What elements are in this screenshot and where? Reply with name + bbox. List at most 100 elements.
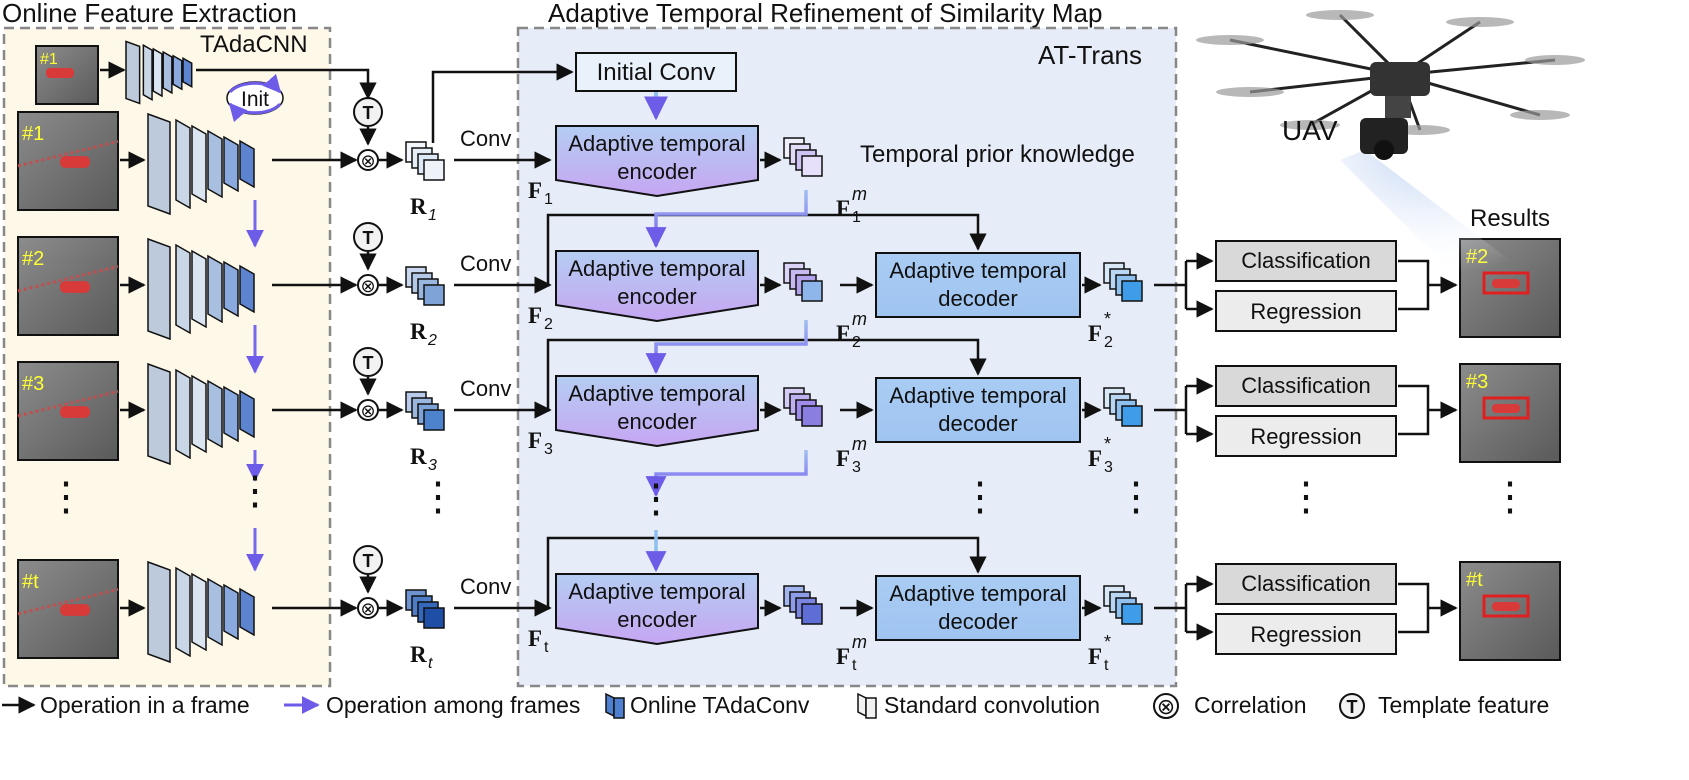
legend-standard-conv: Standard convolution [884,692,1100,718]
memory-stack [783,387,823,427]
correlation-symbol: ⊗ [360,151,375,171]
encoder-block [555,250,759,323]
decoder-block [875,575,1081,641]
classification-label: Classification [1241,571,1371,596]
feature-extraction-title: Online Feature Extraction [2,0,297,28]
refined-f-label: F [1088,446,1102,471]
correlation-icon [357,399,379,421]
tadacnn-label: TAdaCNN [200,31,308,58]
ellipsis: ⋮ [1286,475,1326,519]
memory-f-superscript: m [852,632,867,652]
correlation-symbol: ⊗ [360,401,375,421]
decoder-line1: Adaptive temporal [889,258,1066,283]
decoder-line2: decoder [938,411,1018,436]
input-f-label: F [528,178,542,203]
response-map-stack [405,589,445,629]
refined-stack [1103,585,1143,625]
decoder-line1: Adaptive temporal [889,581,1066,606]
regression-head [1215,415,1397,457]
memory-f-label: F [836,321,850,346]
temporal-prior-label: Temporal prior knowledge [860,141,1135,168]
input-f-label: F [528,626,542,651]
decoder-line2: decoder [938,609,1018,634]
result-bbox [1482,594,1530,618]
template-feature-icon [353,347,383,377]
encoder-block [555,125,759,198]
refined-f-superscript: * [1104,434,1111,454]
tadacnn-backbone [147,112,255,216]
encoder-line1: Adaptive temporal [568,579,745,604]
refined-stack [1103,387,1143,427]
regression-label: Regression [1250,299,1361,324]
input-frame [17,236,119,336]
result-bbox [1482,271,1530,295]
encoder-line1: Adaptive temporal [568,131,745,156]
regression-head [1215,290,1397,332]
template-symbol: T [363,353,374,373]
encoder-line1: Adaptive temporal [568,381,745,406]
decoder-block [875,377,1081,443]
input-f-label: F [528,303,542,328]
encoder-line2: encoder [617,409,697,434]
response-map-subscript: 3 [428,457,437,474]
legend-template-icon: T [1347,697,1358,717]
response-map-subscript: 1 [428,207,437,224]
classification-head [1215,240,1397,282]
ellipsis: ⋮ [235,469,275,513]
memory-stack [783,585,823,625]
tadacnn-template-branch [125,40,193,105]
init-label: Init [241,88,269,111]
regression-label: Regression [1250,622,1361,647]
classification-head [1215,563,1397,605]
input-f-subscript: 1 [544,191,553,208]
template-feature-icon [353,545,383,575]
regression-label: Regression [1250,424,1361,449]
encoder-line2: encoder [617,159,697,184]
regression-head [1215,613,1397,655]
memory-f-subscript: t [852,657,857,674]
classification-label: Classification [1241,248,1371,273]
refined-f-superscript: * [1104,632,1111,652]
refined-f-superscript: * [1104,309,1111,329]
refinement-title: Adaptive Temporal Refinement of Similari… [548,0,1102,28]
ellipsis: ⋮ [636,477,676,521]
encoder-block [555,573,759,646]
memory-f-subscript: 2 [852,334,861,351]
uav-label: UAV [1282,115,1338,146]
response-map-subscript: t [428,655,433,672]
memory-f-superscript: m [852,434,867,454]
response-map-label: R [410,444,427,469]
response-map-label: R [410,642,427,667]
refined-f-subscript: 3 [1104,459,1113,476]
response-map-stack [405,141,445,181]
refined-f-subscript: t [1104,657,1109,674]
encoder-line2: encoder [617,607,697,632]
results-label: Results [1470,205,1550,232]
input-f-subscript: 2 [544,316,553,333]
memory-f-label: F [836,446,850,471]
ellipsis: ⋮ [960,475,1000,519]
memory-f-label: F [836,196,850,221]
at-trans-label: AT-Trans [1038,40,1142,70]
ellipsis: ⋮ [1490,475,1530,519]
decoder-block [875,252,1081,318]
template-backbone [125,40,193,105]
decoder-line2: decoder [938,286,1018,311]
correlation-symbol: ⊗ [360,276,375,296]
refined-f-label: F [1088,644,1102,669]
frame-tag: #3 [22,373,44,395]
input-frame [17,361,119,461]
encoder-block [555,375,759,448]
ellipsis: ⋮ [418,475,458,519]
init-icon: Init [226,73,284,123]
memory-f-subscript: 3 [852,459,861,476]
result-tag: #t [1466,569,1483,591]
decoder-line1: Adaptive temporal [889,383,1066,408]
response-map-subscript: 2 [427,332,437,349]
classification-label: Classification [1241,373,1371,398]
